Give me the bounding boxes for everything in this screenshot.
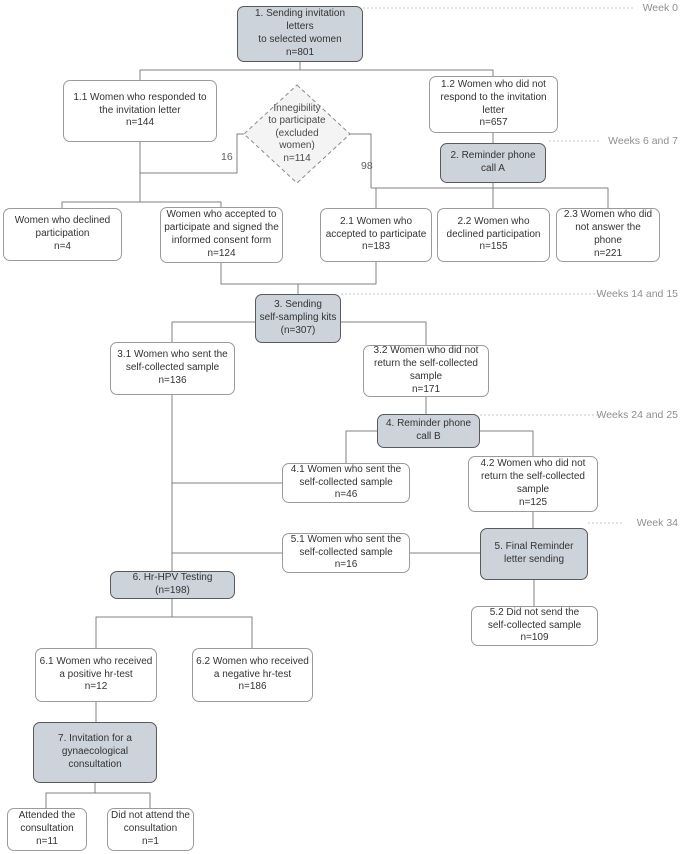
- node-2-reminder-phone-call-a: 2. Reminder phone call A: [440, 143, 546, 183]
- node-2-3-did-not-answer-phone: 2.3 Women who did not answer the phone n…: [556, 208, 660, 262]
- node-5-final-reminder-letter: 5. Final Reminder letter sending: [480, 528, 588, 580]
- node-women-accepted-consent: Women who accepted to participate and si…: [160, 207, 283, 263]
- node-4-2-did-not-return-sample: 4.2 Women who did not return the self-co…: [468, 456, 598, 512]
- node-ineligibility-diamond: Innegibility to participate (excluded wo…: [268, 102, 326, 164]
- node-attended-consultation: Attended the consultation n=11: [7, 808, 87, 851]
- week-marker-weeks-14-15: Weeks 14 and 15: [596, 288, 678, 300]
- node-3-sending-self-sampling-kits: 3. Sending self-sampling kits (n=307): [255, 294, 341, 343]
- node-did-not-attend-consultation: Did not attend the consultation n=1: [107, 808, 194, 851]
- node-3-1-sent-self-collected-sample: 3.1 Women who sent the self-collected sa…: [110, 342, 235, 395]
- node-5-1-sent-self-collected-sample: 5.1 Women who sent the self-collected sa…: [282, 533, 410, 573]
- node-2-2-declined-participation: 2.2 Women who declined participation n=1…: [437, 208, 550, 262]
- node-women-declined-participation: Women who declined participation n=4: [3, 208, 122, 261]
- week-marker-weeks-6-7: Weeks 6 and 7: [608, 135, 678, 147]
- week-marker-weeks-24-25: Weeks 24 and 25: [596, 409, 678, 421]
- node-6-1-positive-hr-test: 6.1 Women who received a positive hr-tes…: [35, 648, 157, 702]
- node-5-2-did-not-send-sample: 5.2 Did not send the self-collected samp…: [471, 606, 598, 646]
- ineligibility-diamond-shape: [243, 84, 351, 184]
- node-6-hr-hpv-testing: 6. Hr-HPV Testing (n=198): [110, 571, 235, 599]
- node-2-1-accepted-to-participate: 2.1 Women who accepted to participate n=…: [320, 208, 432, 262]
- edge-label-excluded-16: 16: [221, 151, 233, 163]
- week-marker-week-34: Week 34: [636, 517, 678, 529]
- node-6-2-negative-hr-test: 6.2 Women who received a negative hr-tes…: [192, 648, 313, 702]
- node-1-1-women-responded: 1.1 Women who responded to the invitatio…: [63, 80, 217, 142]
- node-4-1-sent-self-collected-sample: 4.1 Women who sent the self-collected sa…: [282, 463, 410, 503]
- node-4-reminder-phone-call-b: 4. Reminder phone call B: [377, 414, 480, 448]
- week-marker-week-0: Week 0: [642, 2, 678, 14]
- node-3-2-did-not-return-sample: 3.2 Women who did not return the self-co…: [363, 345, 489, 397]
- edge-label-excluded-98: 98: [361, 160, 373, 172]
- node-1-2-women-did-not-respond: 1.2 Women who did not respond to the inv…: [429, 76, 558, 133]
- node-1-sending-invitation-letters: 1. Sending invitation letters to selecte…: [237, 6, 363, 62]
- node-7-invitation-gynaecological-consultation: 7. Invitation for a gynaecological consu…: [33, 722, 157, 783]
